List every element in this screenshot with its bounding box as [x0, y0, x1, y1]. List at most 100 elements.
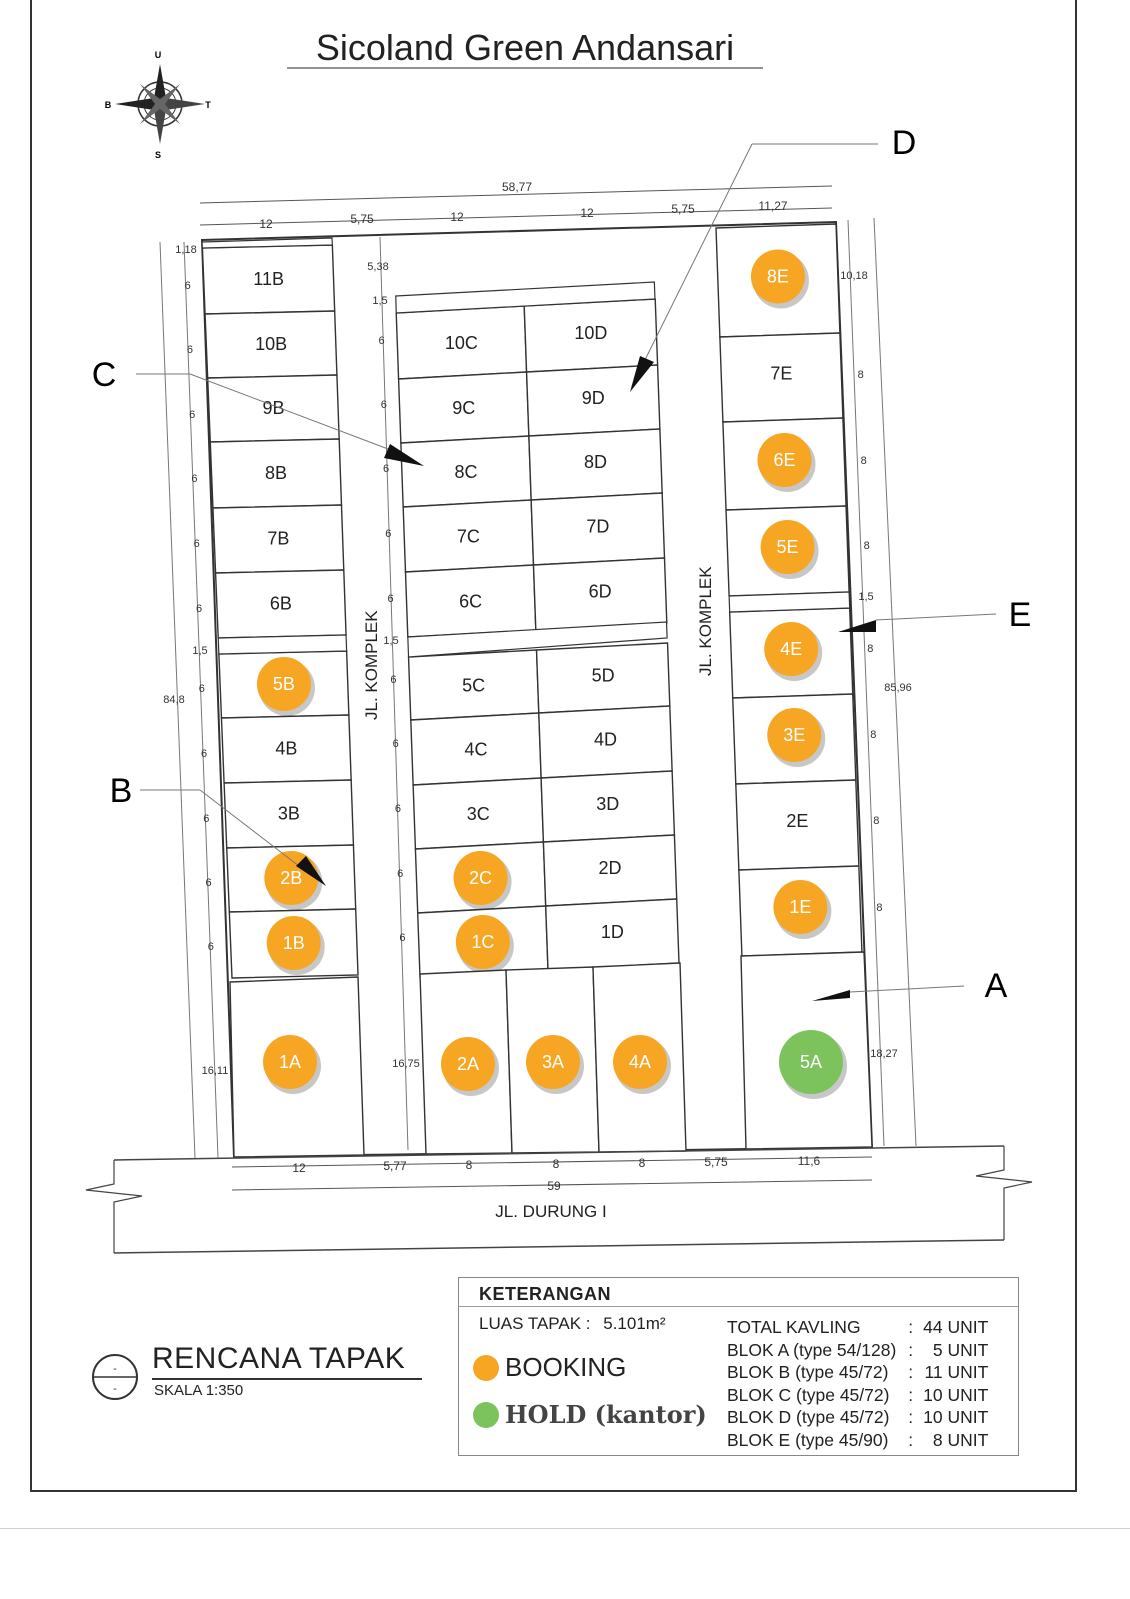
lot-width-six: 6	[201, 748, 207, 760]
lot-3d[interactable]: 3D	[540, 770, 676, 843]
lot-7b[interactable]: 7B	[212, 504, 345, 574]
lot-5e[interactable]: 5E	[725, 505, 850, 597]
lot-7d[interactable]: 7D	[530, 492, 666, 566]
booking-marker-icon	[760, 520, 815, 574]
lot-2e[interactable]: 2E	[735, 779, 860, 871]
lot-4a[interactable]: 4A	[592, 962, 687, 1153]
lot-3b[interactable]: 3B	[223, 779, 355, 849]
lot-1c[interactable]: 1C	[416, 905, 549, 978]
svg-text:U: U	[155, 50, 162, 60]
lot-1a[interactable]: 1A	[229, 976, 365, 1158]
booking-marker-icon	[757, 433, 812, 487]
booking-marker-icon	[441, 1037, 495, 1091]
lot-width-six: 6	[203, 813, 209, 825]
lot-10b[interactable]: 10B	[204, 310, 338, 379]
lot-6d[interactable]: 6D	[532, 557, 668, 631]
svg-text:1,5: 1,5	[383, 635, 398, 647]
plan-title: Sicoland Green Andansari	[316, 27, 734, 68]
booking-marker-icon	[455, 915, 510, 969]
lot-10c[interactable]: 10C	[395, 305, 528, 380]
lot-2a[interactable]: 2A	[419, 969, 513, 1155]
lot-1d[interactable]: 1D	[544, 898, 680, 971]
section-marker-icon: - -	[92, 1354, 138, 1400]
lot-label: 4A	[629, 1052, 651, 1072]
lot-width-six: 6	[199, 683, 205, 695]
lot-4e[interactable]: 4E	[728, 607, 854, 699]
legend-heading: KETERANGAN	[479, 1284, 612, 1304]
unit-summary-value: 11 UNIT	[924, 1362, 989, 1382]
lot-5d[interactable]: 5D	[535, 642, 671, 714]
unit-summary-colon: :	[908, 1339, 914, 1360]
lot-11b[interactable]: 11B	[201, 244, 336, 315]
lot-10d[interactable]: 10D	[523, 298, 659, 373]
svg-text:12: 12	[292, 1161, 306, 1175]
lot-4c[interactable]: 4C	[410, 712, 542, 786]
lot-3a[interactable]: 3A	[505, 966, 600, 1154]
lot-width-six: 6	[388, 593, 394, 605]
lot-8d[interactable]: 8D	[528, 428, 663, 501]
lot-label: 6E	[773, 450, 795, 470]
unit-summary-label: TOTAL KAVLING	[727, 1317, 861, 1337]
lot-6e[interactable]: 6E	[722, 417, 847, 511]
unit-summary-label: BLOK E (type 45/90)	[727, 1429, 889, 1450]
lot-6b[interactable]: 6B	[214, 569, 347, 639]
road-label-komplek-left: JL. KOMPLEK	[362, 610, 381, 720]
lot-1b[interactable]: 1B	[228, 908, 359, 979]
lot-7e[interactable]: 7E	[719, 332, 844, 423]
svg-text:S: S	[155, 150, 161, 160]
lot-4b[interactable]: 4B	[220, 714, 352, 784]
lot-4d[interactable]: 4D	[538, 705, 673, 779]
booking-marker-icon	[256, 657, 311, 711]
main-road-edge-top	[113, 1145, 1005, 1161]
lot-label: 4B	[275, 739, 297, 759]
lot-1e[interactable]: 1E	[738, 865, 863, 957]
svg-text:10,18: 10,18	[840, 270, 868, 282]
lot-2d[interactable]: 2D	[542, 834, 678, 907]
unit-summary-row: BLOK B (type 45/72):11 UNIT	[727, 1361, 988, 1384]
svg-text:12: 12	[259, 217, 273, 231]
svg-text:12: 12	[450, 210, 464, 224]
lot-3e[interactable]: 3E	[732, 693, 857, 785]
lot-8b[interactable]: 8B	[209, 438, 343, 509]
lot-label: 3C	[467, 804, 490, 824]
lot-width-eight: 8	[858, 369, 864, 381]
svg-text:1,5: 1,5	[372, 295, 387, 307]
lot-width-six: 6	[381, 399, 387, 411]
lot-5b[interactable]: 5B	[218, 650, 350, 719]
lot-5a[interactable]: 5A	[740, 951, 873, 1150]
lot-8c[interactable]: 8C	[400, 435, 532, 508]
lot-2b[interactable]: 2B	[226, 844, 357, 913]
lot-label: 6B	[270, 594, 292, 614]
lot-8e[interactable]: 8E	[715, 223, 841, 338]
unit-summary-value: 44 UNIT	[923, 1317, 989, 1337]
unit-summary-colon: :	[908, 1317, 914, 1337]
unit-summary-colon: :	[908, 1429, 914, 1450]
lot-label: 10C	[445, 333, 478, 353]
lot-2c[interactable]: 2C	[414, 841, 547, 914]
booking-marker-icon	[263, 1035, 317, 1089]
lot-5c[interactable]: 5C	[407, 649, 540, 721]
svg-text:5,38: 5,38	[367, 261, 388, 273]
lot-label: 1E	[789, 897, 811, 917]
lot-6c[interactable]: 6C	[404, 564, 537, 638]
lot-width-eight: 8	[870, 729, 876, 741]
lot-9b[interactable]: 9B	[206, 374, 340, 443]
unit-summary-value: 10 UNIT	[923, 1384, 989, 1405]
top-dimensions: 58,77 12 5,75 12 12 5,75 11,27	[199, 180, 833, 231]
unit-summary-row: BLOK E (type 45/90):8 UNIT	[727, 1429, 988, 1452]
unit-summary-value: 8 UNIT	[932, 1429, 989, 1450]
lot-label: 1A	[279, 1052, 301, 1072]
lot-width-eight: 8	[861, 455, 867, 467]
callout-b: B	[110, 772, 326, 886]
callout-a: A	[812, 967, 1008, 1005]
svg-text:8: 8	[466, 1158, 473, 1172]
lot-9c[interactable]: 9C	[397, 371, 530, 444]
lot-7c[interactable]: 7C	[402, 499, 535, 573]
lot-3c[interactable]: 3C	[412, 777, 545, 850]
rencana-title: RENCANA TAPAK	[152, 1342, 406, 1375]
lot-label: 11B	[253, 269, 284, 289]
rencana-underline	[152, 1378, 422, 1380]
booking-marker-icon	[750, 249, 805, 304]
